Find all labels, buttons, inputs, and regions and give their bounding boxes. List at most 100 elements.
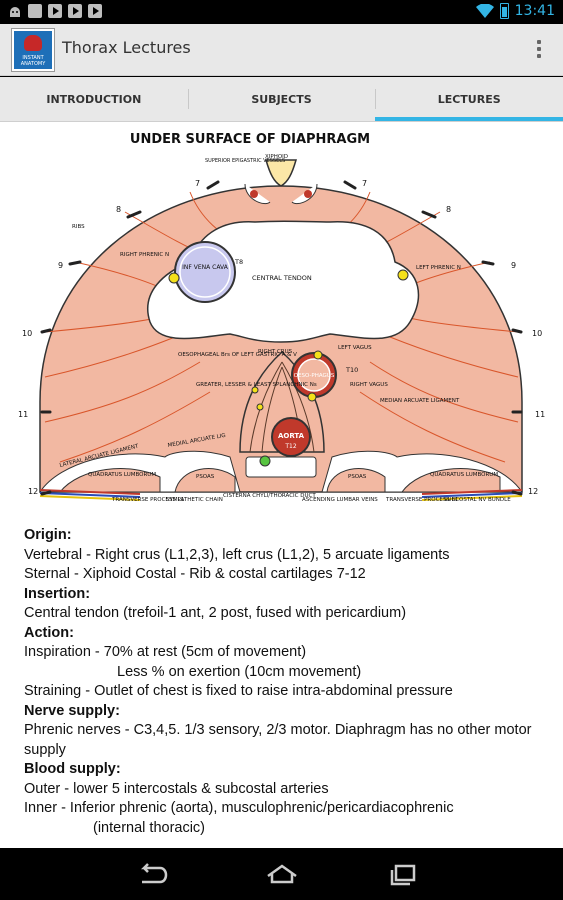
lecture-content[interactable]: UNDER SURFACE OF DIAPHRAGM	[0, 122, 563, 848]
label-left-phrenic: LEFT PHRENIC N	[416, 265, 461, 271]
notes-line: Less % on exertion (10cm movement)	[117, 663, 362, 680]
heading-blood-supply: Blood supply:	[24, 761, 121, 777]
ivc-inner-ring	[179, 246, 231, 298]
label-oesophageal: OESOPHAGEAL Brs OF LEFT GASTRIC A & V	[178, 352, 297, 358]
label-psoas-right: PSOAS	[348, 474, 367, 480]
label-psoas-left: PSOAS	[196, 474, 215, 480]
app-title: Thorax Lectures	[62, 38, 191, 57]
rib-number-label: 7	[362, 179, 367, 188]
subcostal-bundle-right	[421, 489, 523, 501]
rib-number-label: 10	[532, 329, 542, 338]
label-superior-epigastric: SUPERIOR EPIGASTRIC VESSELS	[205, 158, 285, 164]
label-inf-vena-cava: INF VENA CAVA	[182, 264, 229, 271]
rib-number-label: 12	[528, 487, 538, 496]
notes-line: Outer - lower 5 intercostals & subcostal…	[24, 780, 329, 797]
play-store-icon	[48, 4, 62, 18]
rib-markers	[40, 180, 523, 496]
splanchnic-nerve	[251, 386, 259, 394]
app-icon[interactable]: INSTANT ANATOMY	[12, 29, 54, 71]
label-t10: T10	[345, 366, 358, 374]
status-time: 13:41	[514, 3, 555, 19]
label-left-vagus: LEFT VAGUS	[338, 345, 372, 351]
label-xiphoid: XIPHOID	[265, 154, 288, 160]
left-vagus-nerve	[313, 350, 323, 360]
label-t12: T12	[284, 443, 296, 450]
right-vagus-nerve	[307, 392, 317, 402]
superior-epigastric-artery	[304, 190, 312, 198]
rib-number-label: 9	[511, 261, 516, 270]
status-bar: 13:41	[0, 0, 563, 24]
notes-line: Inspiration - 70% at rest (5cm of moveme…	[24, 644, 307, 660]
psoas-right	[326, 468, 386, 493]
label-t8: T8	[234, 258, 243, 266]
rib-number-label: 11	[535, 410, 545, 419]
superior-epigastric-artery	[250, 190, 258, 198]
label-quadratus-left: QUADRATUS LUMBORUM	[88, 472, 156, 478]
psoas-left	[174, 468, 236, 493]
heading-nerve-supply: Nerve supply:	[24, 702, 120, 719]
label-aorta: AORTA	[278, 432, 305, 440]
recent-apps-icon	[390, 864, 416, 886]
tab-bar: INTRODUCTION SUBJECTS LECTURES	[0, 77, 563, 122]
recent-apps-button[interactable]	[384, 860, 424, 888]
label-median-arcuate: MEDIAN ARCUATE LIGAMENT	[380, 398, 460, 404]
home-icon	[267, 864, 297, 884]
home-button[interactable]	[262, 860, 302, 888]
notes-line: Central tendon (trefoil-1 ant, 2 post, f…	[24, 605, 407, 621]
rib-number-label: 7	[195, 179, 200, 188]
rib-number-label: 11	[18, 410, 28, 419]
label-ascending-lumbar: ASCENDING LUMBAR VEINS	[302, 497, 378, 503]
label-splanchnic: GREATER, LESSER & LEAST SPLANCHNIC Ns	[196, 382, 317, 388]
label-central-tendon: CENTRAL TENDON	[252, 274, 312, 282]
action-bar: INSTANT ANATOMY Thorax Lectures	[0, 24, 563, 76]
rib-number-label: 8	[116, 205, 121, 214]
notes-line: Straining - Outlet of chest is fixed to …	[24, 683, 453, 699]
subcostal-bundle-left	[39, 489, 141, 501]
overflow-menu-icon[interactable]	[535, 38, 543, 62]
quadratus-lumborum-left	[58, 468, 161, 493]
label-quadratus-right: QUADRATUS LUMBORUM	[430, 472, 498, 478]
tab-introduction[interactable]: INTRODUCTION	[46, 92, 142, 106]
back-icon	[140, 863, 168, 884]
heart-icon	[24, 35, 42, 51]
label-oesophagus: OESO-PHAGUS	[294, 373, 335, 379]
label-transverse-right: TRANSVERSE PROCESS L1	[385, 497, 458, 503]
rib-number-label: 10	[22, 329, 32, 338]
android-debug-icon	[8, 4, 22, 18]
cisterna-chyli	[245, 456, 317, 478]
quadratus-lumborum-right	[401, 468, 501, 493]
tab-lectures[interactable]: LECTURES	[375, 77, 563, 121]
photo-notification-icon	[28, 4, 42, 18]
label-right-vagus: RIGHT VAGUS	[350, 382, 388, 388]
aorta	[271, 417, 311, 457]
battery-icon	[499, 3, 509, 19]
left-phrenic-nerve	[397, 269, 409, 281]
label-ribs: RIBS	[72, 224, 85, 230]
oesophagus-lumen	[297, 358, 331, 392]
rib-number-label: 9	[58, 261, 63, 270]
inferior-vena-cava	[174, 241, 236, 303]
rib-number-label: 12	[28, 487, 38, 496]
splanchnic-nerve	[256, 403, 264, 411]
diaphragm-diagram: UNDER SURFACE OF DIAPHRAGM	[18, 132, 545, 503]
notes-line: Phrenic nerves - C3,4,5. 1/3 sensory, 2/…	[24, 722, 532, 758]
heading-action: Action:	[24, 624, 74, 641]
label-sympathetic: SYMPATHETIC CHAIN	[166, 497, 223, 503]
lecture-notes: Origin: Vertebral - Right crus (L1,2,3),…	[24, 526, 554, 838]
right-phrenic-nerve	[168, 272, 180, 284]
app-icon-text: INSTANT ANATOMY	[20, 55, 46, 67]
play-store-icon	[68, 4, 82, 18]
label-right-phrenic: RIGHT PHRENIC N	[120, 252, 169, 258]
play-store-icon	[88, 4, 102, 18]
notes-line: (internal thoracic)	[93, 819, 206, 836]
wifi-icon	[475, 4, 494, 18]
heading-insertion: Insertion:	[24, 585, 91, 602]
label-right-crus: RIGHT CRUS	[258, 349, 293, 355]
tab-subjects[interactable]: SUBJECTS	[187, 77, 376, 121]
heading-origin: Origin:	[24, 527, 72, 543]
notes-line: Sternal - Xiphoid Costal - Rib & costal …	[24, 566, 366, 582]
rib-number-label: 8	[446, 205, 451, 214]
notes-line: Vertebral - Right crus (L1,2,3), left cr…	[24, 546, 450, 563]
diagram-title: UNDER SURFACE OF DIAPHRAGM	[130, 132, 370, 147]
back-button[interactable]	[130, 860, 170, 888]
